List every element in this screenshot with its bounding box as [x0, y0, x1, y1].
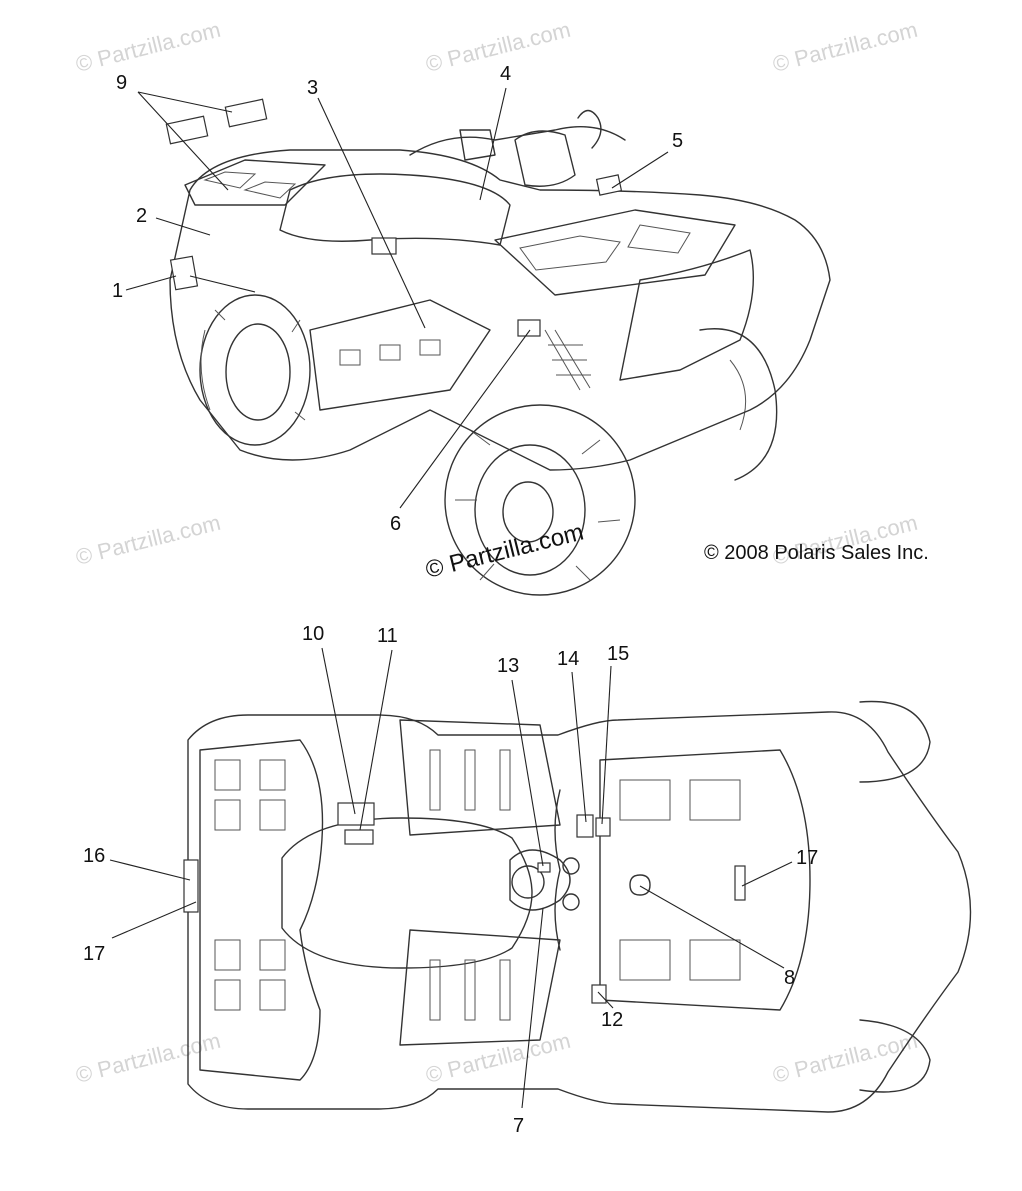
callout-label: 7 [513, 1115, 524, 1137]
decal-5 [595, 174, 623, 196]
decal-14 [576, 814, 594, 838]
atv-top-down-drawing [183, 700, 972, 1113]
callout-label: 8 [784, 967, 795, 989]
center-watermark: © Partzilla.com [423, 519, 586, 584]
watermark: © Partzilla.com [73, 510, 223, 570]
callout-label: 6 [390, 513, 401, 535]
decal-1 [169, 255, 199, 291]
callout-label: 1 [112, 280, 123, 302]
callout-label: 10 [302, 623, 324, 645]
decal-17 [734, 865, 746, 901]
callouts-bottom: 10 11 13 14 15 16 17 17 8 7 12 [83, 623, 818, 1137]
callout-label: 15 [607, 643, 629, 665]
decal-11 [344, 829, 374, 845]
decal-10 [337, 802, 375, 826]
decal-6 [517, 319, 541, 337]
decal-13 [537, 862, 551, 873]
callout-label: 9 [116, 72, 127, 94]
leader-lines-bottom [109, 647, 793, 1109]
callout-label: 11 [377, 625, 398, 647]
decal-9b [224, 98, 268, 128]
callout-label: 12 [601, 1009, 623, 1031]
decal-16 [183, 859, 199, 913]
atv-perspective-drawing [165, 98, 831, 596]
watermark: © Partzilla.com [73, 17, 223, 77]
decal-9a [165, 115, 209, 145]
watermark: © Partzilla.com [423, 1028, 573, 1088]
callout-label: 3 [307, 77, 318, 99]
callout-label: 13 [497, 655, 519, 677]
watermark: © Partzilla.com [423, 17, 573, 77]
leader-lines-top [125, 87, 669, 509]
callouts-top: 1 2 3 4 5 6 9 [112, 63, 683, 535]
decal-12 [591, 984, 607, 1004]
callout-label: 16 [83, 845, 105, 867]
callout-label: 17 [83, 943, 105, 965]
callout-label: 2 [136, 205, 147, 227]
callout-label: 14 [557, 648, 579, 670]
callout-label: 17 [796, 847, 818, 869]
copyright-text: © 2008 Polaris Sales Inc. [704, 542, 929, 564]
watermark: © Partzilla.com [770, 17, 920, 77]
callout-label: 4 [500, 63, 511, 85]
decal-3 [371, 237, 397, 255]
decal-15 [595, 817, 611, 837]
callout-label: 5 [672, 130, 683, 152]
